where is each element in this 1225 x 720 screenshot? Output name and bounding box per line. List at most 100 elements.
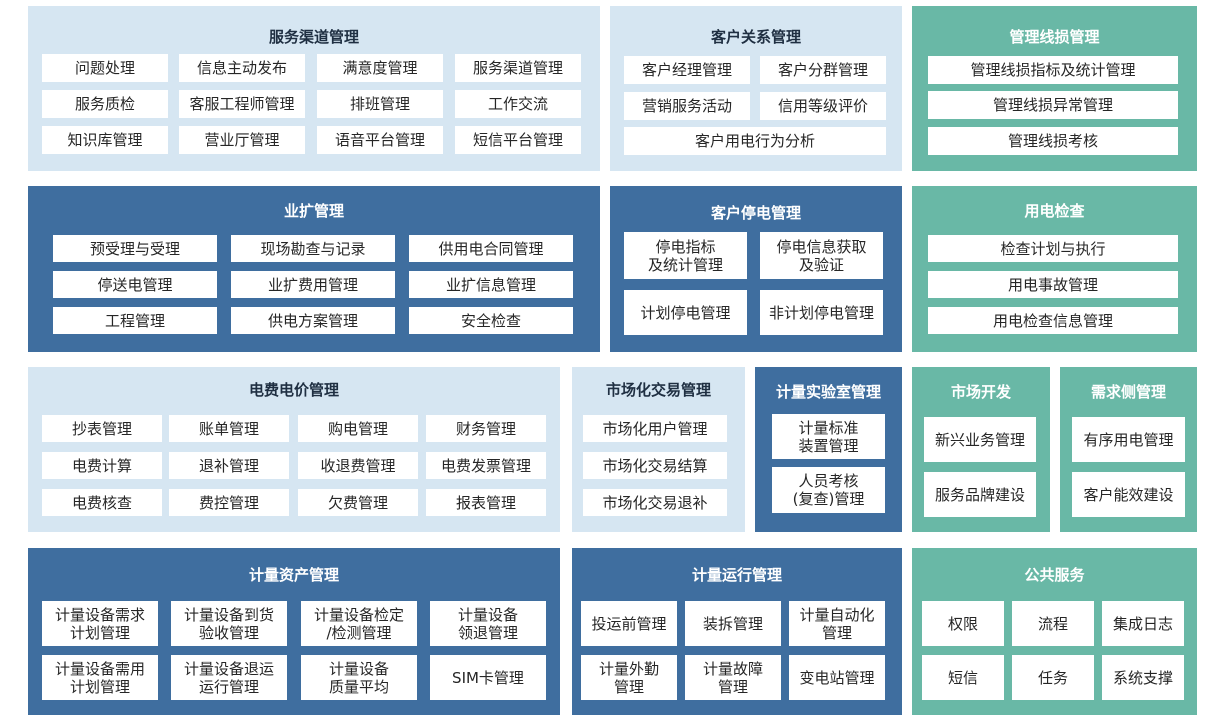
module-item[interactable]: 服务渠道管理 <box>455 54 581 82</box>
module-item[interactable]: 信息主动发布 <box>179 54 305 82</box>
panel-inspection: 用电检查 检查计划与执行 用电事故管理 用电检查信息管理 <box>912 186 1197 352</box>
panel-title: 客户关系管理 <box>710 28 801 46</box>
panel-metering-op: 计量运行管理 投运前管理 装拆管理 计量自动化 管理 计量外勤 管理 计量故障 … <box>572 548 902 715</box>
module-item[interactable]: 计量标准 装置管理 <box>772 414 885 459</box>
module-item[interactable]: 信用等级评价 <box>760 92 886 120</box>
module-item[interactable]: 报表管理 <box>426 489 546 516</box>
module-item[interactable]: 市场化交易退补 <box>583 489 727 516</box>
module-item[interactable]: 安全检查 <box>409 307 573 334</box>
module-item[interactable]: 系统支撑 <box>1102 655 1184 700</box>
module-item[interactable]: 管理线损异常管理 <box>928 91 1178 119</box>
panel-market-dev: 市场开发 新兴业务管理 服务品牌建设 <box>912 367 1050 532</box>
module-item[interactable]: 计量外勤 管理 <box>581 655 677 700</box>
module-item[interactable]: 计量设备检定 /检测管理 <box>301 601 417 646</box>
module-item[interactable]: 计量设备 质量平均 <box>301 655 417 700</box>
module-item[interactable]: 电费核查 <box>42 489 162 516</box>
module-item[interactable]: 业扩信息管理 <box>409 271 573 298</box>
panel-business-expansion: 业扩管理 预受理与受理 现场勘查与记录 供用电合同管理 停送电管理 业扩费用管理… <box>28 186 600 352</box>
module-item[interactable]: 账单管理 <box>169 415 289 442</box>
panel-outage: 客户停电管理 停电指标 及统计管理 停电信息获取 及验证 计划停电管理 非计划停… <box>610 186 902 352</box>
panel-title: 计量资产管理 <box>248 566 339 584</box>
module-item[interactable]: 客户经理管理 <box>624 56 750 84</box>
module-item[interactable]: 停送电管理 <box>53 271 217 298</box>
module-item[interactable]: 客户能效建设 <box>1072 472 1185 517</box>
module-item[interactable]: 计划停电管理 <box>624 290 747 335</box>
module-item[interactable]: 问题处理 <box>42 54 168 82</box>
module-item[interactable]: 营业厅管理 <box>179 126 305 154</box>
module-item[interactable]: 任务 <box>1012 655 1094 700</box>
module-item[interactable]: 业扩费用管理 <box>231 271 395 298</box>
module-item[interactable]: 流程 <box>1012 601 1094 646</box>
module-item[interactable]: 投运前管理 <box>581 601 677 646</box>
module-item[interactable]: 管理线损考核 <box>928 127 1178 155</box>
module-item[interactable]: SIM卡管理 <box>430 655 546 700</box>
module-item[interactable]: 计量设备退运 运行管理 <box>171 655 287 700</box>
module-item[interactable]: 市场化用户管理 <box>583 415 727 442</box>
panel-billing: 电费电价管理 抄表管理 账单管理 购电管理 财务管理 电费计算 退补管理 收退费… <box>28 367 560 532</box>
module-item[interactable]: 欠费管理 <box>298 489 418 516</box>
module-item[interactable]: 排班管理 <box>317 90 443 118</box>
module-item[interactable]: 供用电合同管理 <box>409 235 573 262</box>
panel-title: 电费电价管理 <box>248 381 339 399</box>
module-item[interactable]: 计量设备需求 计划管理 <box>42 601 158 646</box>
module-item[interactable]: 停电信息获取 及验证 <box>760 232 883 279</box>
panel-title: 客户停电管理 <box>710 204 801 222</box>
module-item[interactable]: 工程管理 <box>53 307 217 334</box>
module-item[interactable]: 客户分群管理 <box>760 56 886 84</box>
module-item[interactable]: 工作交流 <box>455 90 581 118</box>
module-item[interactable]: 检查计划与执行 <box>928 235 1178 262</box>
module-item[interactable]: 用电检查信息管理 <box>928 307 1178 334</box>
module-item[interactable]: 财务管理 <box>426 415 546 442</box>
module-item[interactable]: 计量设备需用 计划管理 <box>42 655 158 700</box>
module-item[interactable]: 客户用电行为分析 <box>624 127 886 155</box>
panel-title: 公共服务 <box>1024 566 1085 584</box>
module-item[interactable]: 供电方案管理 <box>231 307 395 334</box>
module-item[interactable]: 权限 <box>922 601 1004 646</box>
module-item[interactable]: 停电指标 及统计管理 <box>624 232 747 279</box>
module-item[interactable]: 计量设备 领退管理 <box>430 601 546 646</box>
module-item[interactable]: 计量自动化 管理 <box>789 601 885 646</box>
module-item[interactable]: 短信平台管理 <box>455 126 581 154</box>
module-item[interactable]: 购电管理 <box>298 415 418 442</box>
panel-title: 管理线损管理 <box>1009 28 1100 46</box>
panel-customer-relation: 客户关系管理 客户经理管理 客户分群管理 营销服务活动 信用等级评价 客户用电行… <box>610 6 902 171</box>
module-item[interactable]: 服务品牌建设 <box>924 472 1036 517</box>
module-item[interactable]: 变电站管理 <box>789 655 885 700</box>
module-item[interactable]: 抄表管理 <box>42 415 162 442</box>
module-item[interactable]: 用电事故管理 <box>928 271 1178 298</box>
module-item[interactable]: 预受理与受理 <box>53 235 217 262</box>
panel-asset: 计量资产管理 计量设备需求 计划管理 计量设备到货 验收管理 计量设备检定 /检… <box>28 548 560 715</box>
panel-title: 服务渠道管理 <box>268 28 359 46</box>
panel-line-loss: 管理线损管理 管理线损指标及统计管理 管理线损异常管理 管理线损考核 <box>912 6 1197 171</box>
module-item[interactable]: 收退费管理 <box>298 452 418 479</box>
panel-lab: 计量实验室管理 计量标准 装置管理 人员考核 (复查)管理 <box>755 367 902 532</box>
module-item[interactable]: 退补管理 <box>169 452 289 479</box>
panel-market-trade: 市场化交易管理 市场化用户管理 市场化交易结算 市场化交易退补 <box>572 367 745 532</box>
module-item[interactable]: 非计划停电管理 <box>760 290 883 335</box>
module-item[interactable]: 集成日志 <box>1102 601 1184 646</box>
module-item[interactable]: 市场化交易结算 <box>583 452 727 479</box>
module-item[interactable]: 语音平台管理 <box>317 126 443 154</box>
module-item[interactable]: 装拆管理 <box>685 601 781 646</box>
module-item[interactable]: 计量故障 管理 <box>685 655 781 700</box>
module-item[interactable]: 服务质检 <box>42 90 168 118</box>
module-item[interactable]: 新兴业务管理 <box>924 417 1036 462</box>
panel-title: 用电检查 <box>1024 202 1085 220</box>
module-item[interactable]: 满意度管理 <box>317 54 443 82</box>
module-item[interactable]: 知识库管理 <box>42 126 168 154</box>
module-item[interactable]: 客服工程师管理 <box>179 90 305 118</box>
module-item[interactable]: 管理线损指标及统计管理 <box>928 56 1178 84</box>
panel-public: 公共服务 权限 流程 集成日志 短信 任务 系统支撑 <box>912 548 1197 715</box>
panel-title: 计量实验室管理 <box>775 383 881 401</box>
module-item[interactable]: 现场勘查与记录 <box>231 235 395 262</box>
panel-title: 业扩管理 <box>283 202 344 220</box>
module-item[interactable]: 短信 <box>922 655 1004 700</box>
module-item[interactable]: 费控管理 <box>169 489 289 516</box>
module-item[interactable]: 计量设备到货 验收管理 <box>171 601 287 646</box>
module-item[interactable]: 有序用电管理 <box>1072 417 1185 462</box>
module-item[interactable]: 营销服务活动 <box>624 92 750 120</box>
module-item[interactable]: 电费计算 <box>42 452 162 479</box>
panel-title: 需求侧管理 <box>1090 383 1166 401</box>
module-item[interactable]: 人员考核 (复查)管理 <box>772 467 885 513</box>
module-item[interactable]: 电费发票管理 <box>426 452 546 479</box>
